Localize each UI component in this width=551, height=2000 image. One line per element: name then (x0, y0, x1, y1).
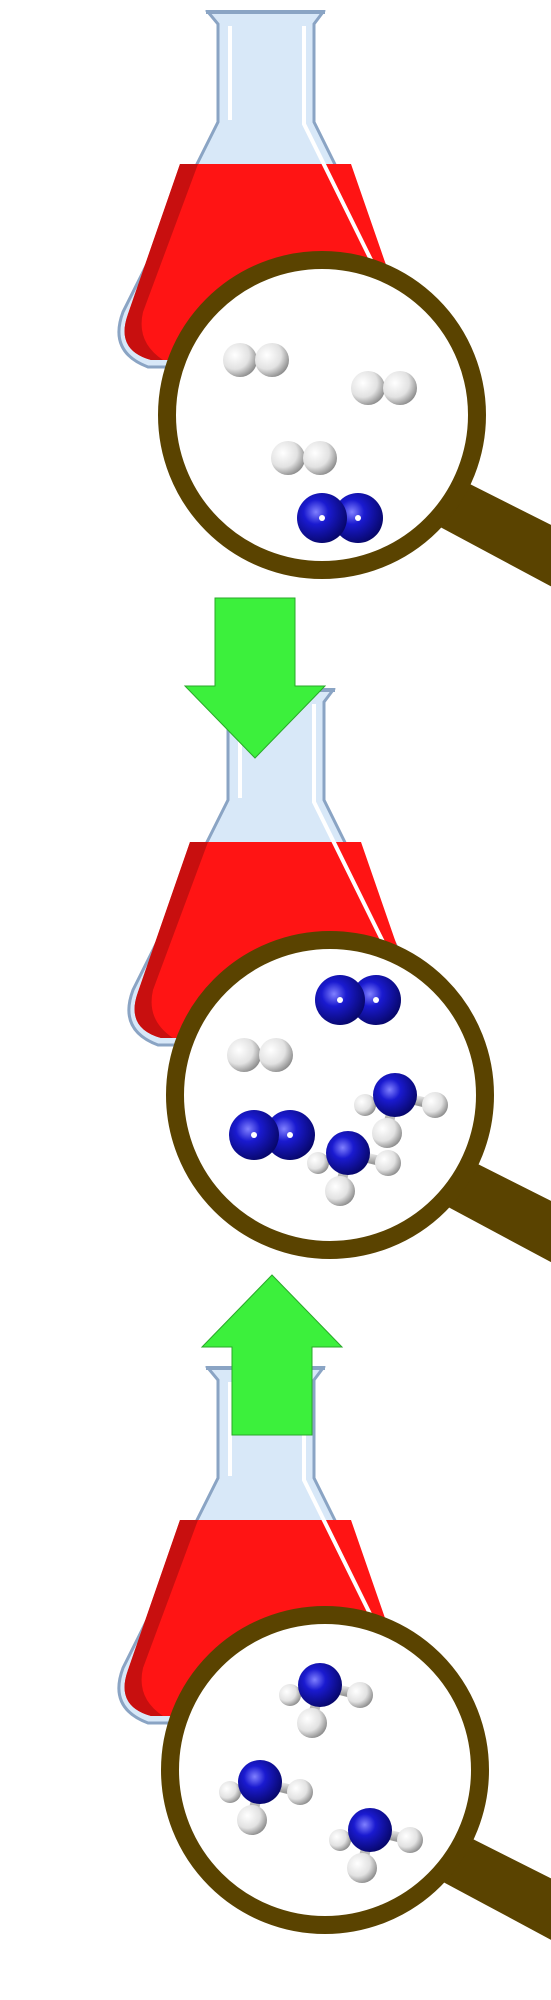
hydrogen-atom (422, 1092, 448, 1118)
hydrogen-atom (279, 1684, 301, 1706)
hydrogen-atom (237, 1805, 267, 1835)
nh3-molecule (307, 1131, 401, 1206)
arrow-2 (200, 1274, 344, 1436)
nitrogen-atom (326, 1131, 370, 1175)
nitrogen-atom (238, 1760, 282, 1804)
flask-liquid-shade (124, 164, 198, 360)
flask-liquid-shade (134, 842, 208, 1038)
hydrogen-atom (287, 1779, 313, 1805)
hydrogen-atom (329, 1829, 351, 1851)
atom-highlight (251, 1132, 257, 1138)
h2-molecule (227, 1038, 293, 1072)
arrow-1 (183, 597, 327, 759)
magnifier-lens (166, 931, 494, 1259)
h2-molecule (351, 371, 417, 405)
nh3-molecule (329, 1808, 423, 1883)
flask-liquid-shade (124, 1520, 198, 1716)
n2-molecule (315, 975, 401, 1025)
h2-molecule (271, 441, 337, 475)
up-arrow-icon (200, 1274, 344, 1436)
nitrogen-atom (348, 1808, 392, 1852)
atom-highlight (287, 1132, 293, 1138)
down-arrow-icon (183, 597, 327, 759)
hydrogen-atom (303, 441, 337, 475)
magnifier-1 (158, 251, 551, 587)
magnifier-2 (166, 931, 551, 1263)
nitrogen-atom (373, 1073, 417, 1117)
hydrogen-atom (383, 371, 417, 405)
hydrogen-atom (297, 1708, 327, 1738)
magnifier-lens (158, 251, 486, 579)
hydrogen-atom (325, 1176, 355, 1206)
hydrogen-atom (255, 343, 289, 377)
atom-highlight (355, 515, 361, 521)
hydrogen-atom (259, 1038, 293, 1072)
h2-molecule (223, 343, 289, 377)
flask-highlight (312, 704, 390, 953)
hydrogen-atom (347, 1853, 377, 1883)
nh3-molecule (219, 1760, 313, 1835)
nh3-molecule (279, 1663, 373, 1738)
hydrogen-atom (347, 1682, 373, 1708)
nh3-molecule (354, 1073, 448, 1148)
hydrogen-atom (307, 1152, 329, 1174)
hydrogen-atom (397, 1827, 423, 1853)
atom-highlight (319, 515, 325, 521)
magnifier-lens (161, 1606, 489, 1934)
atom-highlight (373, 997, 379, 1003)
nitrogen-atom (298, 1663, 342, 1707)
magnifier-layer (158, 251, 551, 1940)
hydrogen-atom (375, 1150, 401, 1176)
hydrogen-atom (351, 371, 385, 405)
n2-molecule (229, 1110, 315, 1160)
hydrogen-atom (354, 1094, 376, 1116)
hydrogen-atom (219, 1781, 241, 1803)
flask-highlight (302, 26, 380, 275)
atom-highlight (337, 997, 343, 1003)
hydrogen-atom (223, 343, 257, 377)
arrow-layer (183, 597, 344, 1436)
hydrogen-atom (227, 1038, 261, 1072)
hydrogen-atom (271, 441, 305, 475)
hydrogen-atom (372, 1118, 402, 1148)
n2-molecule (297, 493, 383, 543)
